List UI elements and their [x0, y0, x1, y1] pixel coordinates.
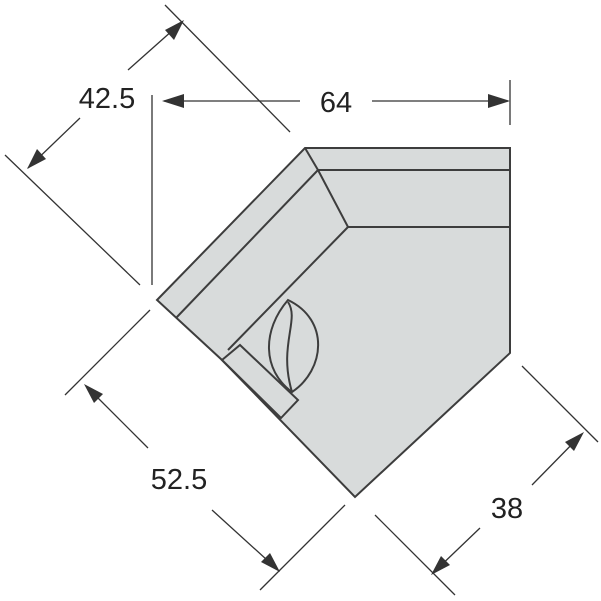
extension-line-top [164, 4, 291, 133]
back-left-outer-edge [175, 169, 319, 319]
arrow-down-left-icon [27, 149, 46, 169]
cushion-seam-inner [286, 301, 293, 393]
extension-line-bottom [4, 154, 141, 286]
extension-line-upper [521, 365, 599, 443]
extension-line-lower [374, 514, 456, 596]
dimension-label-42-5: 42.5 [79, 83, 135, 115]
dimension-top-width: 64 [151, 80, 511, 285]
arrow-up-right-icon [565, 432, 584, 451]
arrow-down-right-icon [261, 553, 280, 572]
sofa-outline [155, 147, 511, 499]
arrow-left-icon [162, 94, 184, 108]
dimension-bottom-left-length: 52.5 [64, 309, 346, 591]
extension-line-right [259, 504, 346, 591]
arrow-up-left-icon [84, 384, 103, 403]
corner-sofa-wedge [155, 147, 511, 499]
back-left-inner-edge [227, 226, 349, 351]
arrow-down-left-icon [431, 556, 450, 575]
dimension-bottom-right-depth: 38 [374, 365, 599, 596]
arrow-up-right-icon [165, 20, 184, 40]
dimension-label-52-5: 52.5 [151, 464, 207, 496]
end-arm-block [220, 343, 300, 420]
dimension-label-38: 38 [491, 493, 523, 525]
dimension-label-64: 64 [320, 87, 352, 119]
dimension-top-left-depth: 42.5 [4, 4, 291, 286]
extension-line-left [64, 309, 151, 396]
arrow-right-icon [488, 94, 510, 108]
